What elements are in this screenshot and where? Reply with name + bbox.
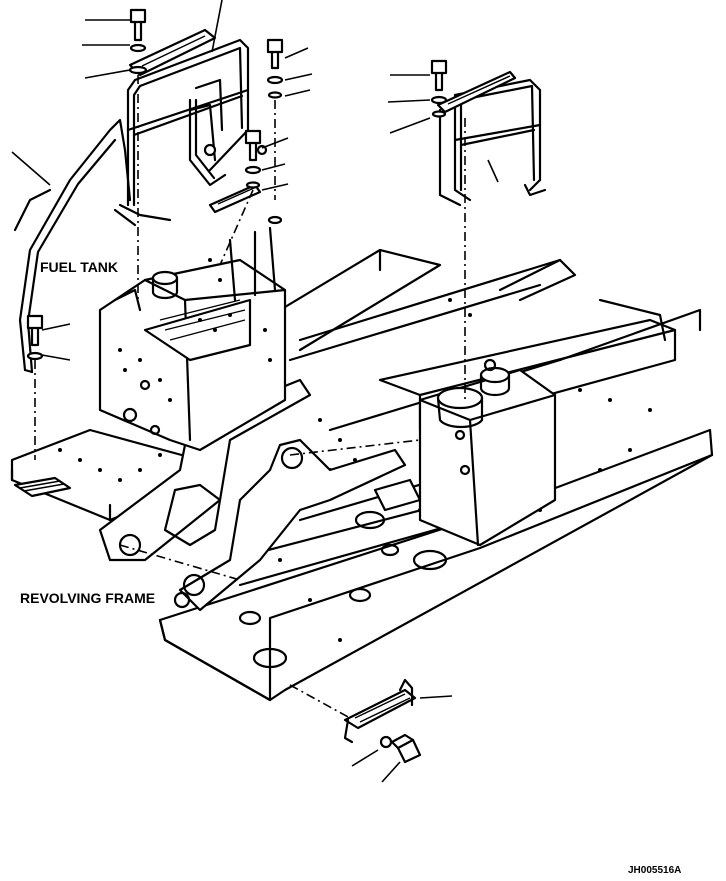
revolving-frame-label: REVOLVING FRAME [20,590,156,606]
installation-lines [34,75,466,719]
revolving-frame [10,248,714,702]
fuel-tank [98,226,287,452]
hydraulic-tank [373,358,557,547]
bottom-step [343,678,422,764]
fuel-tank-label: FUEL TANK [40,259,119,275]
drawing-number: JH005516A [628,865,682,876]
leader-lines [11,0,499,783]
left-handrail [13,28,262,374]
right-handrail [436,70,547,207]
